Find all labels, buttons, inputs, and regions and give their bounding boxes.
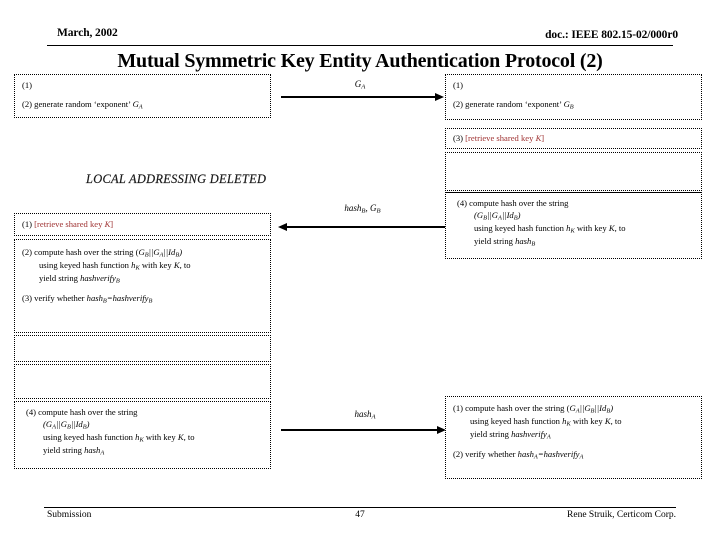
b5-line-3: yield string hashverifyA: [470, 429, 551, 441]
party-a-step-2-3-verify: (2) compute hash over the string (GB||GA…: [14, 239, 271, 333]
a3-line-4: (3) verify whether hashB=hashverifyB: [22, 293, 153, 305]
footer-submission-label: Submission: [47, 510, 92, 520]
footer-rule: [44, 507, 676, 508]
a1-line-2: (2) generate random ‘exponent’ GA: [22, 98, 143, 111]
b4-line-2: (GB||GA||IdB): [474, 209, 521, 222]
party-b-step-4-compute-hash: (4) compute hash over the string (GB||GA…: [445, 192, 702, 259]
message-3-arrow-head: [437, 425, 446, 434]
page-title: Mutual Symmetric Key Entity Authenticati…: [117, 50, 603, 72]
footer-page-number: 47: [355, 510, 365, 520]
a1-line-1: (1): [22, 80, 33, 90]
party-a-step-1-retrieve-key: (1) [retrieve shared key K]: [14, 213, 271, 236]
message-3-label: hashA: [354, 409, 376, 421]
party-b-step-1-2: (1) (2) generate random ‘exponent’ GB: [445, 74, 702, 120]
message-2-arrow-line: [287, 226, 445, 228]
party-a-step-1-2: (1) (2) generate random ‘exponent’ GA: [14, 74, 271, 118]
a6-line-4: yield string hashA: [43, 444, 105, 457]
party-b-empty-box: [445, 152, 702, 191]
footer-author: Rene Struik, Certicom Corp.: [567, 510, 676, 520]
message-1-arrow-line: [281, 96, 436, 98]
b1-line-1: (1): [453, 80, 464, 90]
b5-line-1: (1) compute hash over the string (GA||GB…: [453, 403, 614, 415]
b1-line-2: (2) generate random ‘exponent’ GB: [453, 98, 574, 111]
b4-line-3: using keyed hash function hK with key K,…: [474, 222, 626, 235]
header-date: March, 2002: [57, 27, 118, 39]
a3-line-3: yield string hashverifyB: [39, 273, 120, 285]
a6-line-3: using keyed hash function hK with key K,…: [43, 431, 195, 444]
party-a-step-4-compute-hash: (4) compute hash over the string (GA||GB…: [14, 401, 271, 469]
a6-line-2: (GA||GB||IdB): [43, 418, 90, 431]
party-b-step-3-retrieve-key: (3) [retrieve shared key K]: [445, 128, 702, 149]
b4-line-1: (4) compute hash over the string: [457, 198, 569, 208]
message-2-arrow-head: [278, 222, 287, 231]
b5-line-2: using keyed hash function hK with key K,…: [470, 416, 622, 428]
local-addressing-note: LOCAL ADDRESSING DELETED: [86, 172, 267, 186]
a3-line-2: using keyed hash function hK with key K,…: [39, 260, 191, 272]
party-b-step-1-2-verify: (1) compute hash over the string (GA||GB…: [445, 396, 702, 479]
message-1-arrow-head: [435, 92, 444, 101]
b4-line-4: yield string hashB: [474, 235, 536, 248]
header-doc-reference: doc.: IEEE 802.15-02/000r0: [545, 29, 678, 41]
message-2-label: hashB, GB: [344, 203, 381, 215]
a3-line-1: (2) compute hash over the string (GB||GA…: [22, 247, 183, 259]
b5-line-4: (2) verify whether hashA=hashverifyA: [453, 449, 584, 461]
message-1-label: GA: [354, 79, 366, 91]
a6-line-1: (4) compute hash over the string: [26, 407, 138, 417]
message-3-arrow-line: [281, 429, 438, 431]
party-a-empty-box-1: [14, 335, 271, 362]
header-rule: [47, 45, 673, 46]
a2-line: (1) [retrieve shared key K]: [22, 219, 114, 229]
b2-line: (3) [retrieve shared key K]: [453, 133, 545, 143]
party-a-empty-box-2: [14, 364, 271, 399]
